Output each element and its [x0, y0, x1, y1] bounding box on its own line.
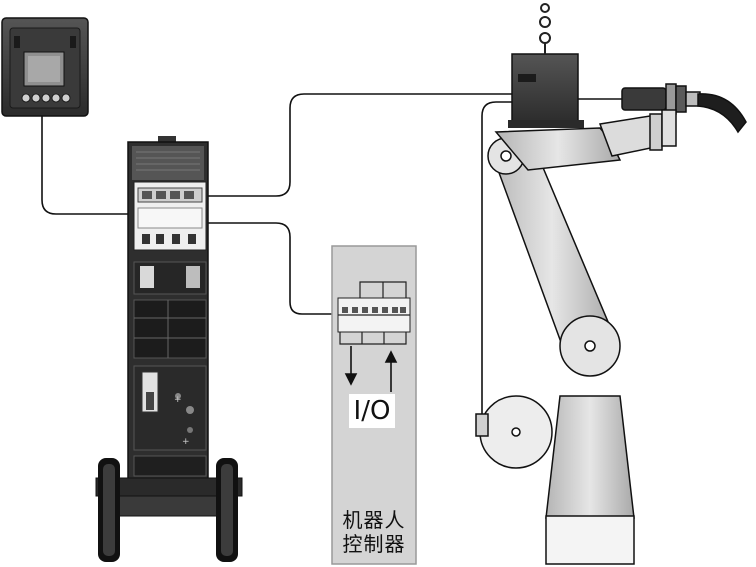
- teach-pendant: [1, 17, 89, 117]
- robot-controller-label-line2: 控制器: [342, 532, 406, 556]
- robot-base: [545, 395, 635, 519]
- cart-wheel: [216, 458, 238, 562]
- svg-text:+: +: [182, 437, 190, 447]
- welding-torch: [621, 83, 747, 147]
- hanging-hook: [539, 3, 551, 54]
- robot-controller-label: 机器人 控制器: [333, 508, 415, 556]
- cart-wheel: [98, 458, 120, 562]
- torch-gooseneck: [697, 93, 747, 134]
- cable-wire-feeder-to-wire-spool: [481, 101, 512, 414]
- welding-robot: [475, 113, 665, 565]
- wire-feeder: [508, 3, 584, 128]
- cable-power-source-to-wire-feeder: [205, 93, 512, 197]
- cable-pendant-to-power-source: [41, 116, 132, 215]
- io-label: I/O: [349, 394, 395, 428]
- svg-text:+: +: [174, 395, 182, 405]
- robot-controller-label-line1: 机器人: [342, 508, 406, 532]
- cables: [41, 93, 626, 414]
- welding-power-source: + +: [127, 136, 209, 481]
- power-source-cart: [95, 458, 243, 562]
- io-output-arrow: [344, 346, 358, 386]
- pendant-buttons: [21, 93, 71, 103]
- io-input-arrow: [384, 350, 398, 392]
- cable-power-source-to-robot-controller: [205, 222, 338, 315]
